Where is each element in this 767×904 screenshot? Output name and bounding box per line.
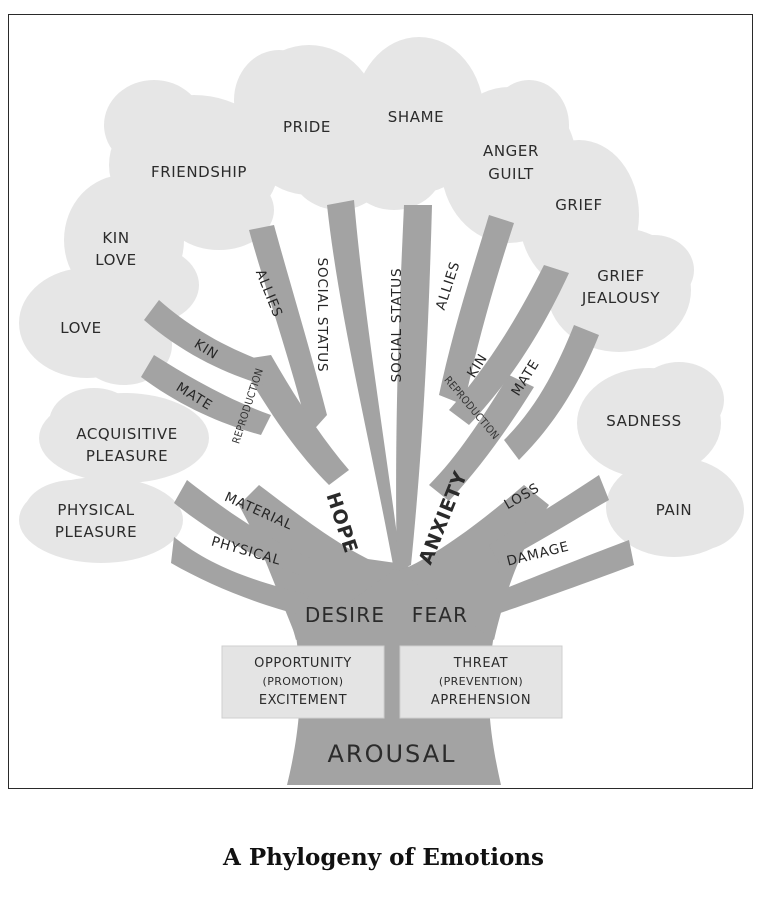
leaf-sadness — [577, 362, 724, 478]
branch-social-status-left — [327, 200, 401, 570]
branch-allies-left — [249, 225, 327, 435]
branch-physical — [171, 537, 309, 615]
emotion-tree-svg: PRIDE SHAME FRIENDSHIP ANGER GUILT GRIEF… — [19, 37, 744, 785]
branch-label-allies-right: ALLIES — [433, 259, 464, 312]
leaf-label-grief: GRIEF — [555, 196, 603, 214]
leaf-grief-jealousy — [547, 228, 694, 352]
leaf-friendship — [104, 80, 279, 250]
leaf-label-friendship: FRIENDSHIP — [151, 163, 247, 181]
leaf-clouds — [19, 37, 744, 563]
branch-reproduction-left — [239, 355, 349, 485]
branch-material — [174, 480, 314, 575]
leaf-label-anger: ANGER — [483, 142, 539, 160]
figure-caption: A Phylogeny of Emotions — [223, 844, 544, 871]
trunk-label-desire: DESIRE — [305, 603, 385, 627]
leaf-label-jealousy: JEALOUSY — [581, 289, 660, 307]
branch-mate-right — [504, 325, 599, 460]
branch-kin-right — [449, 265, 569, 425]
leaf-label-kin: KIN — [102, 229, 129, 247]
tree-trunk-branches — [141, 200, 634, 785]
branch-allies-right — [439, 215, 514, 405]
branch-anxiety — [399, 485, 549, 640]
branch-loss — [489, 475, 609, 563]
box-threat-line2: (PREVENTION) — [439, 675, 523, 688]
box-opportunity: OPPORTUNITY (PROMOTION) EXCITEMENT — [221, 645, 385, 719]
branch-reproduction-right — [429, 375, 534, 501]
leaf-label-love: LOVE — [60, 319, 102, 337]
leaf-label-physical: PHYSICAL — [57, 501, 134, 519]
leaf-label-sadness: SADNESS — [606, 412, 682, 430]
box-threat-line1: THREAT — [453, 656, 508, 671]
leaf-label-acquisitive-pleasure: PLEASURE — [86, 447, 168, 465]
box-opportunity-line2: (PROMOTION) — [263, 675, 344, 688]
branch-label-social-status-left: SOCIAL STATUS — [314, 258, 330, 373]
leaf-label-pain: PAIN — [656, 501, 692, 519]
branch-kin-left — [144, 300, 274, 385]
emotion-tree-figure: PRIDE SHAME FRIENDSHIP ANGER GUILT GRIEF… — [8, 14, 753, 789]
trunk-label-fear: FEAR — [412, 603, 469, 627]
branch-damage — [489, 540, 634, 615]
branch-label-social-status-right: SOCIAL STATUS — [389, 268, 405, 383]
box-threat-line3: APREHENSION — [431, 693, 531, 708]
leaf-label-pride: PRIDE — [283, 118, 331, 136]
leaf-label-grief-2: GRIEF — [597, 267, 645, 285]
leaf-physical — [19, 477, 183, 563]
branch-mate-left — [141, 355, 271, 435]
trunk-label-arousal: AROUSAL — [327, 740, 456, 768]
leaf-pain — [606, 457, 744, 557]
leaf-label-kin-love: LOVE — [95, 251, 137, 269]
leaf-labels: PRIDE SHAME FRIENDSHIP ANGER GUILT GRIEF… — [55, 108, 692, 541]
box-opportunity-line3: EXCITEMENT — [259, 693, 347, 708]
branch-hope — [239, 485, 394, 640]
leaf-acquisitive — [39, 388, 209, 483]
branch-social-status-right — [396, 205, 432, 571]
box-threat: THREAT (PREVENTION) APREHENSION — [399, 645, 563, 719]
box-opportunity-line1: OPPORTUNITY — [254, 656, 352, 671]
leaf-love — [19, 268, 172, 385]
leaf-label-shame: SHAME — [388, 108, 444, 126]
leaf-label-acquisitive: ACQUISITIVE — [76, 425, 178, 443]
leaf-label-guilt: GUILT — [488, 165, 534, 183]
leaf-label-physical-pleasure: PLEASURE — [55, 523, 137, 541]
